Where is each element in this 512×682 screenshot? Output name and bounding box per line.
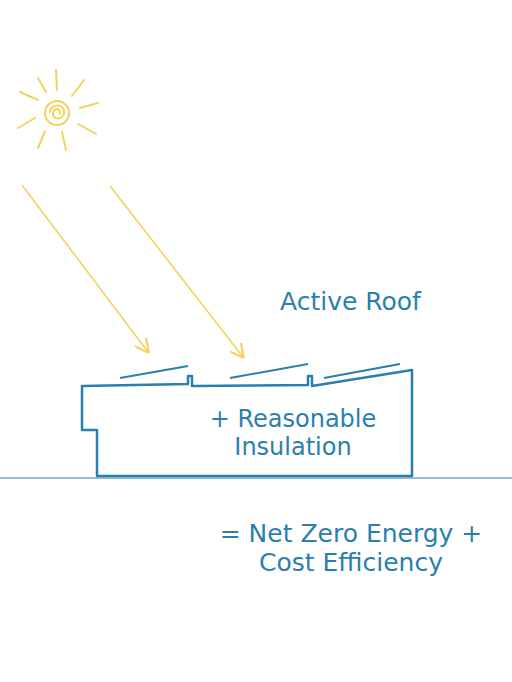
sun-symbol: [18, 70, 98, 150]
solar-panel: [120, 366, 188, 378]
building-node: + Reasonable Insulation: [80, 358, 414, 480]
solar-panel: [230, 364, 308, 378]
annotation-label: Active Roof: [280, 288, 480, 317]
node-text: + Reasonable Insulation: [178, 406, 408, 461]
annotation-label: = Net Zero Energy + Cost Efficiency: [190, 520, 512, 578]
sun-ray-arrow: [22, 185, 243, 357]
ground-line: [0, 477, 512, 478]
solar-panel: [324, 364, 400, 378]
